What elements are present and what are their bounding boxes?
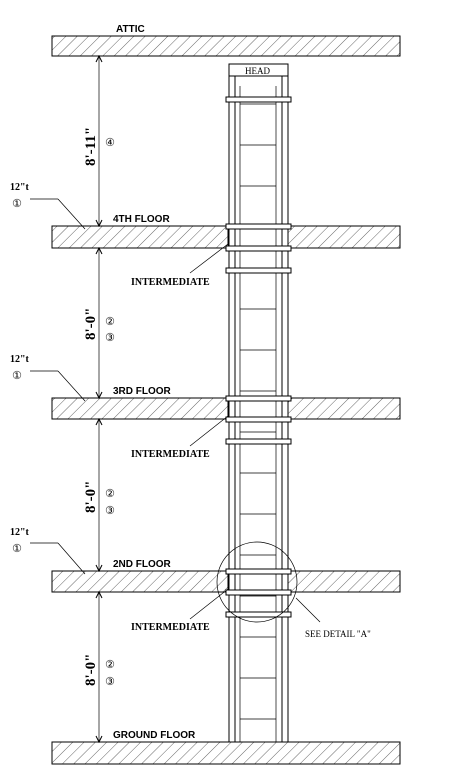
- fourth-floor-slab-right: [287, 225, 401, 249]
- cage-band: [225, 223, 292, 230]
- note-2-c: ②: [105, 658, 115, 671]
- third-floor-label: 3RD FLOOR: [113, 386, 172, 397]
- ladder-rungs: [240, 103, 276, 720]
- dim-4th-to-3rd: 8'-0": [83, 308, 99, 341]
- fourth-floor-label: 4TH FLOOR: [113, 214, 170, 225]
- note-1-3rd: ①: [12, 369, 22, 382]
- note-1-4th: ①: [12, 197, 22, 210]
- ground-floor-label: GROUND FLOOR: [113, 730, 196, 741]
- cage-band: [225, 568, 292, 575]
- intermediate-label-2: INTERMEDIATE: [131, 449, 210, 460]
- third-floor-slab-left: [51, 397, 229, 420]
- fourth-floor-slab-left: [51, 225, 229, 249]
- attic-slab: [51, 35, 401, 57]
- attic-label: ATTIC: [116, 24, 145, 35]
- leader-lines: [30, 198, 321, 623]
- note-3-b: ③: [105, 504, 115, 517]
- cage-band: [225, 416, 292, 423]
- dimension-lines: [95, 54, 103, 744]
- note-3-c: ③: [105, 675, 115, 688]
- slab-thickness-3rd: 12"t: [10, 354, 30, 365]
- slab-thickness-2nd: 12"t: [10, 527, 30, 538]
- ladder-bands: [225, 223, 292, 618]
- head-label: HEAD: [245, 66, 270, 76]
- cage-band: [225, 267, 292, 274]
- dim-3rd-to-2nd: 8'-0": [83, 481, 99, 514]
- dim-2nd-to-ground: 8'-0": [83, 654, 99, 687]
- cage-band: [225, 438, 292, 445]
- cage-band: [225, 589, 292, 596]
- dim-attic-to-4th: 8'-11": [83, 127, 99, 166]
- cage-band: [225, 395, 292, 402]
- note-4: ④: [105, 136, 115, 149]
- note-1-2nd: ①: [12, 542, 22, 555]
- intermediate-label-1: INTERMEDIATE: [131, 277, 210, 288]
- ladder: [225, 63, 292, 742]
- cage-band: [225, 245, 292, 252]
- cage-band: [225, 611, 292, 618]
- second-floor-label: 2ND FLOOR: [113, 559, 172, 570]
- see-detail-label: SEE DETAIL "A": [305, 629, 371, 639]
- ground-floor-slab: [51, 741, 401, 765]
- second-floor-slab-left: [51, 570, 229, 593]
- second-floor-slab-right: [287, 570, 401, 593]
- intermediate-label-3: INTERMEDIATE: [131, 622, 210, 633]
- note-2-a: ②: [105, 315, 115, 328]
- note-2-b: ②: [105, 487, 115, 500]
- note-3-a: ③: [105, 331, 115, 344]
- third-floor-slab-right: [287, 397, 401, 420]
- slab-thickness-4th: 12"t: [10, 182, 30, 193]
- detail-a-circle: [216, 541, 298, 623]
